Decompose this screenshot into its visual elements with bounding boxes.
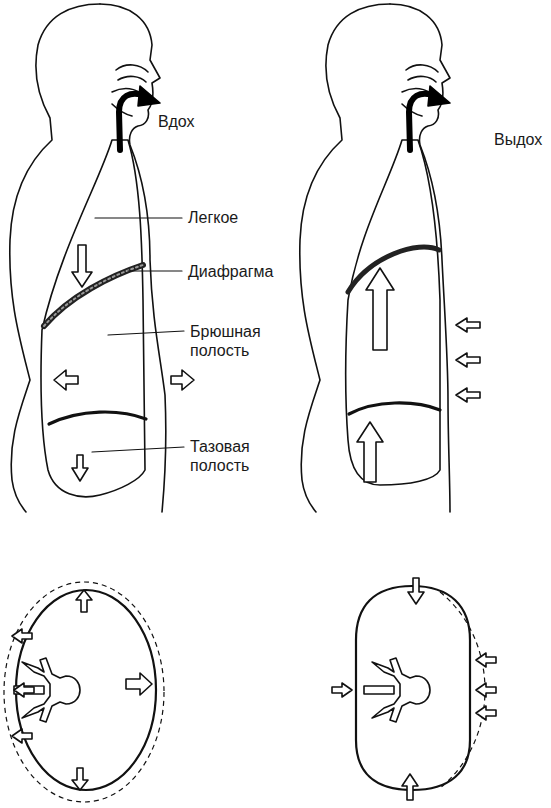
pelvic-floor <box>49 412 146 424</box>
air-flow-arrowhead <box>428 86 450 106</box>
part-label: Тазовая полость <box>188 437 288 475</box>
diaphragm-hatch <box>44 265 143 326</box>
vertebra-symbol <box>364 658 430 722</box>
trunk-outline <box>356 586 470 790</box>
exhale-cross-section <box>332 578 496 800</box>
movement-arrow <box>456 318 480 332</box>
part-label: Брюшная полость <box>188 322 288 360</box>
face-front-outline <box>100 4 166 512</box>
body-outline <box>10 4 100 512</box>
phase-label: Вдох <box>156 112 197 131</box>
inhale-cross-section <box>4 582 164 802</box>
expansion-arrow <box>14 683 34 697</box>
expanded-outline <box>4 582 164 802</box>
expansion-arrow <box>126 673 152 695</box>
movement-arrow <box>171 370 194 390</box>
diaphragm <box>44 265 143 326</box>
expansion-arrow <box>76 590 92 612</box>
vertebra-symbol <box>14 658 80 722</box>
contraction-arrow <box>476 706 496 720</box>
inhale-figure <box>10 4 194 512</box>
body-cavity <box>346 140 440 485</box>
contraction-arrow <box>332 683 352 697</box>
body-cavity <box>41 140 145 497</box>
part-label: Диафрагма <box>186 262 275 281</box>
movement-arrow <box>72 245 92 287</box>
exhale-figure <box>300 4 480 512</box>
expansion-arrow <box>12 729 32 743</box>
contraction-arrow <box>476 653 496 667</box>
movement-arrow <box>366 268 394 350</box>
body-outline <box>300 4 390 512</box>
movement-arrow <box>54 370 78 390</box>
pelvic-floor <box>349 403 440 414</box>
diaphragm <box>348 247 439 292</box>
movement-arrow <box>357 422 383 482</box>
contraction-arrow <box>402 774 418 800</box>
face-front-outline <box>390 4 450 512</box>
expansion-arrow <box>72 768 88 790</box>
expansion-arrow <box>12 629 32 643</box>
movement-arrow <box>72 455 88 481</box>
movement-arrow <box>456 353 480 367</box>
leader-line <box>92 218 184 452</box>
part-label: Легкое <box>186 208 240 227</box>
movement-arrow <box>456 388 480 402</box>
contraction-arrow <box>476 683 496 697</box>
air-flow-arrowhead <box>138 86 160 106</box>
contraction-arrow <box>408 578 424 604</box>
phase-label: Выдох <box>492 130 544 149</box>
